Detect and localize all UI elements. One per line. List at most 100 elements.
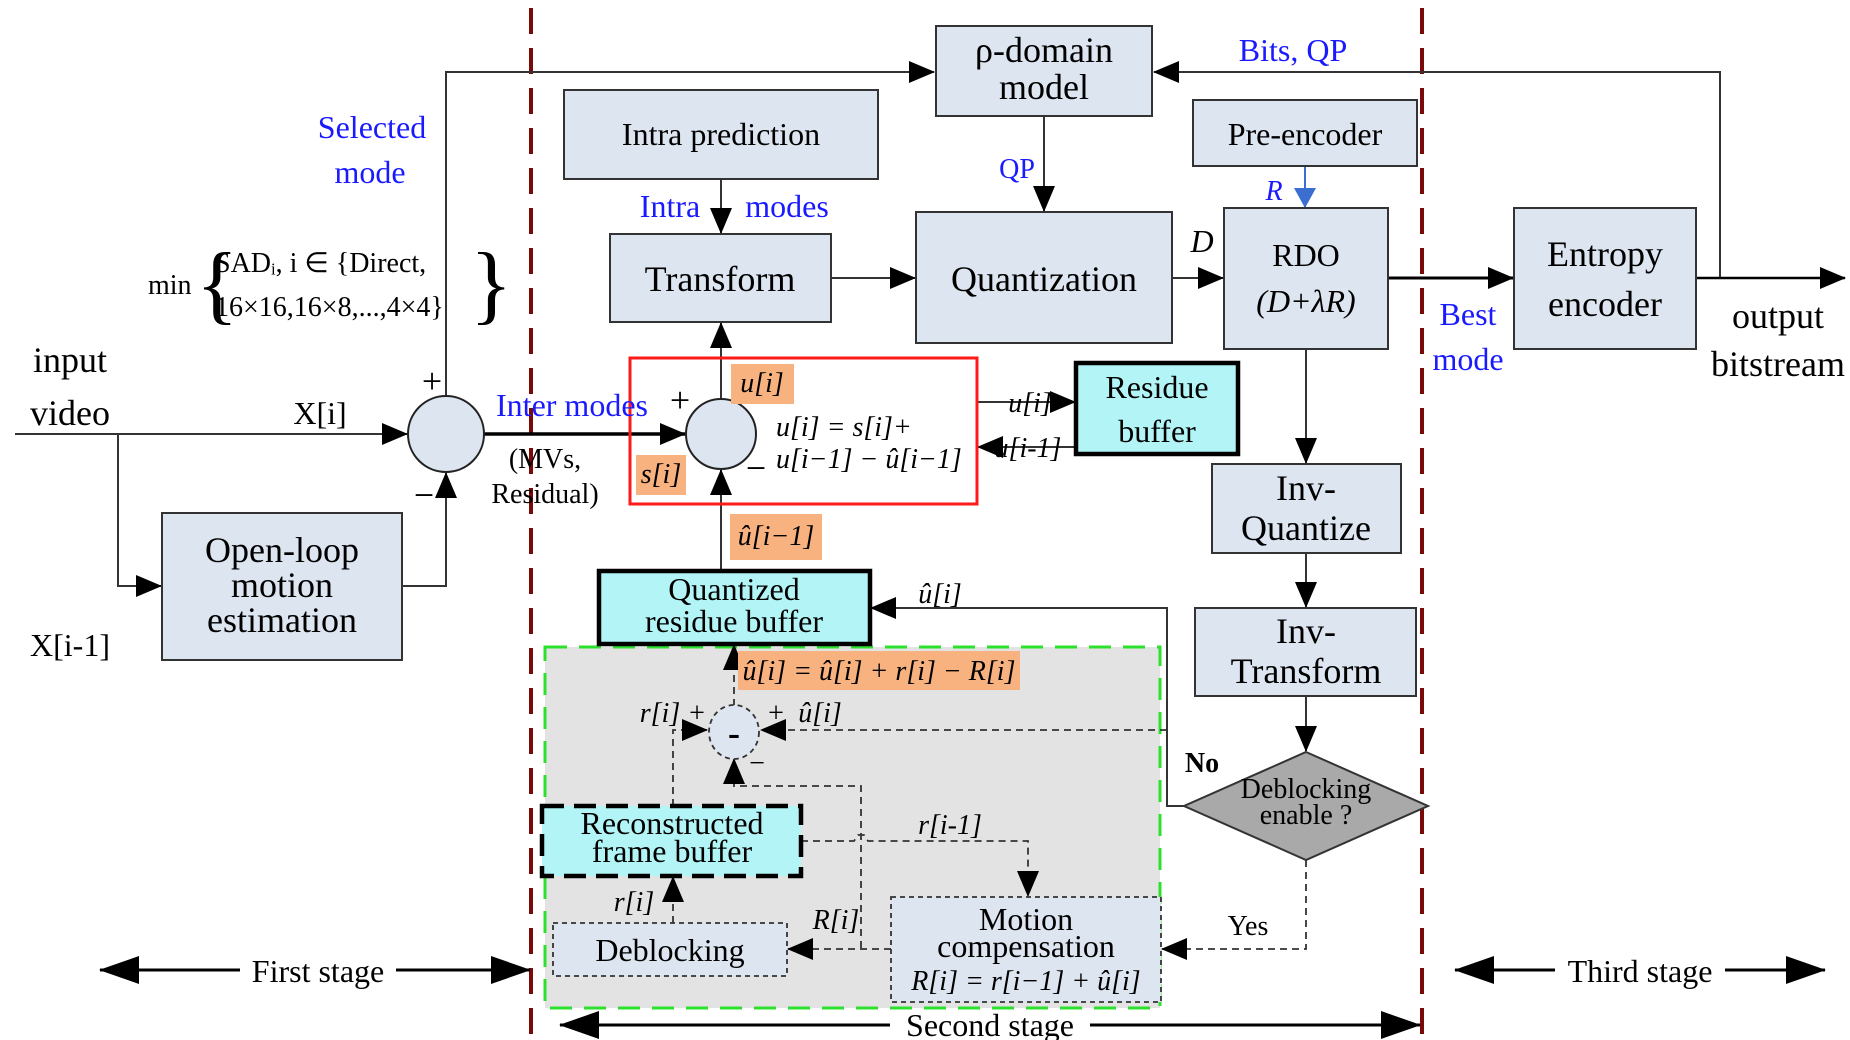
second-stage-label: Second stage [906,1007,1074,1040]
uhat-into-minus-label: û[i] [798,698,842,729]
bits-qp-arrow [1153,61,1721,278]
input-label-2: video [30,393,110,433]
svg-text:Quantized: Quantized [668,571,800,607]
svg-text:{: { [196,236,238,333]
svg-text:}: } [470,236,512,333]
reconstructed-frame-buffer-block[interactable]: Reconstructed frame buffer [539,803,804,879]
entropy-encoder-block[interactable]: Entropy encoder [1513,207,1697,350]
svg-text:16×16,16×8,...,4×4}: 16×16,16×8,...,4×4} [215,292,444,323]
rho-domain-model-block[interactable]: ρ-domain model [935,25,1153,117]
motion-compensation-block[interactable]: Motion compensation R[i] = r[i−1] + û[i] [890,896,1162,1003]
pre-encoder-block[interactable]: Pre-encoder [1192,99,1418,167]
u-i-label: u[i] [740,368,784,399]
intra-label: Intra [640,188,700,224]
svg-text:Deblocking: Deblocking [595,932,744,968]
svg-text:R[i] = r[i−1] + û[i]: R[i] = r[i−1] + û[i] [910,966,1140,997]
u-i-out-label: u[i] [1008,388,1052,419]
yes-label: Yes [1228,911,1269,942]
min-sad-formula: min { SADᵢ, i ∈ {Direct, 16×16,16×8,...,… [148,236,512,333]
u-formula-line1: u[i] = s[i]+ [776,412,912,443]
svg-text:model: model [999,67,1089,107]
R-i-label: R[i] [812,905,860,936]
svg-text:Deblocking: Deblocking [1241,774,1372,805]
selected-mode-label-1: Selected [318,109,426,145]
minus-node-sign: - [728,713,740,753]
s-i-label: s[i] [641,459,681,490]
sum-node-1 [407,395,485,473]
r-i-deblock-label: r[i] [614,887,654,918]
uhat-update-label: û[i] = û[i] + r[i] − R[i] [743,656,1016,687]
u-formula-line2: u[i−1] − û[i−1] [776,444,962,475]
svg-text:Inv-: Inv- [1276,611,1336,651]
residual-update-box [628,356,979,506]
svg-text:estimation: estimation [207,600,357,640]
svg-text:RDO: RDO [1272,237,1340,273]
plus-sign-1: + [422,361,442,401]
yes-path-arrow [1161,860,1307,960]
qp-label: QP [999,154,1035,185]
no-path-arrow [870,597,1184,807]
intra-prediction-block[interactable]: Intra prediction [563,89,879,180]
quantization-block[interactable]: Quantization [915,211,1173,344]
u-i-1-in-label: u[i-1] [995,433,1062,464]
minus-node [708,704,760,760]
input-to-openloop-arrow [117,434,162,597]
third-stage-label: Third stage [1568,953,1713,989]
selected-mode-label-2: mode [334,154,405,190]
svg-text:buffer: buffer [1118,413,1196,449]
svg-text:(D+λR): (D+λR) [1256,283,1355,319]
u-i-highlight [731,364,794,404]
no-label: No [1185,748,1219,779]
mvs-label: (MVs, [509,444,581,475]
svg-text:Transform: Transform [645,259,796,299]
output-label-2: bitstream [1711,344,1845,384]
bits-qp-label: Bits, QP [1239,32,1347,68]
minus-R: − [749,748,765,779]
svg-text:Inv-: Inv- [1276,468,1336,508]
svg-text:Quantize: Quantize [1241,508,1371,548]
svg-text:Residue: Residue [1105,369,1208,405]
svg-text:encoder: encoder [1548,284,1662,324]
uhat-update-highlight [738,651,1020,690]
residual-label: Residual) [491,479,598,510]
x-i-1-label: X[i-1] [30,627,110,663]
inv-transform-block[interactable]: Inv- Transform [1194,607,1417,697]
svg-text:SADᵢ, i ∈ {Direct,: SADᵢ, i ∈ {Direct, [215,248,426,279]
svg-text:Reconstructed: Reconstructed [580,805,763,841]
svg-text:residue buffer: residue buffer [645,603,823,639]
svg-text:Open-loop: Open-loop [205,530,359,570]
r-prev-label: r[i-1] [918,810,982,841]
plus-sign-2: + [670,380,690,420]
best-mode-label-2: mode [1432,341,1503,377]
svg-text:enable ?: enable ? [1260,800,1353,831]
open-loop-motion-estimation-block[interactable]: Open-loop motion estimation [161,512,403,661]
transform-block[interactable]: Transform [609,233,832,323]
x-i-label: X[i] [293,395,346,431]
quantized-residue-buffer-block[interactable]: Quantized residue buffer [596,568,873,647]
plus-uhat: + [768,698,784,729]
svg-text:Entropy: Entropy [1547,234,1663,274]
input-label-1: input [33,340,107,380]
r-into-minus-arrow [672,719,708,806]
svg-text:Motion: Motion [979,901,1073,937]
svg-text:frame buffer: frame buffer [592,833,753,869]
rate-label: R [1264,176,1282,207]
uhat-prev-label: û[i−1] [738,521,814,552]
svg-text:motion: motion [231,565,333,605]
minus-sign-2: − [746,448,766,488]
R-into-minus-arrow [723,758,862,948]
inv-quantize-block[interactable]: Inv- Quantize [1211,463,1402,554]
minus-sign-1: − [414,475,434,515]
modes-label: modes [745,188,829,224]
best-mode-label-1: Best [1440,296,1497,332]
residue-buffer-block[interactable]: Residue buffer [1073,360,1241,457]
uhat-prev-highlight [730,514,822,560]
output-label-1: output [1732,296,1824,336]
rdo-block[interactable]: RDO (D+λR) [1223,207,1389,350]
svg-text:Intra prediction: Intra prediction [622,116,820,152]
deblocking-decision[interactable]: Deblocking enable ? [1181,750,1431,862]
svg-text:Quantization: Quantization [951,259,1137,299]
distortion-label: D [1189,223,1213,259]
deblocking-block[interactable]: Deblocking [552,922,788,977]
